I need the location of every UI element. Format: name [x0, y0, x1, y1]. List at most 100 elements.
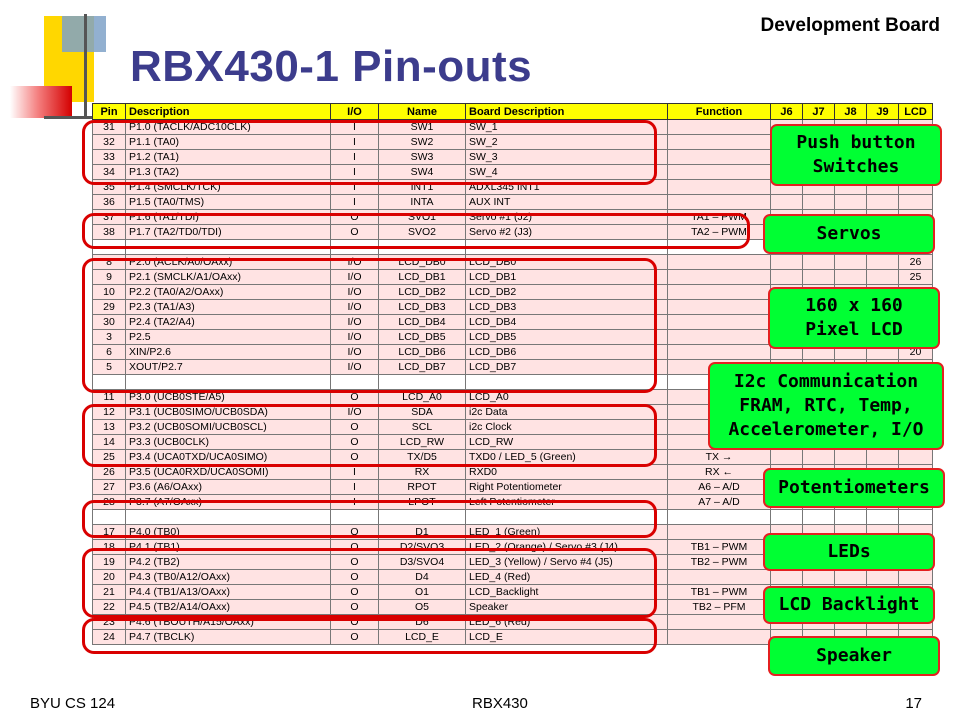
col-header-description: Description	[125, 103, 331, 120]
cell-function: TX →	[667, 449, 771, 465]
cell-description: P4.7 (TBCLK)	[125, 629, 331, 645]
highlight-backlight-speaker	[82, 618, 657, 654]
callout-lcd: 160 x 160 Pixel LCD	[768, 287, 940, 349]
cell-j7	[802, 254, 835, 270]
cell-description: P3.2 (UCB0SOMI/UCB0SCL)	[125, 419, 331, 435]
cell-board-description: SW_3	[465, 149, 668, 165]
cell-function	[667, 179, 771, 195]
cell-lcd: 26	[898, 254, 933, 270]
cell-function	[667, 329, 771, 345]
cell-name: RPOT	[378, 479, 466, 495]
cell-function	[667, 344, 771, 360]
cell-j6	[770, 509, 803, 525]
cell-function	[667, 284, 771, 300]
cell-name: D4	[378, 569, 466, 585]
highlight-i2c-lcd-ctrl	[82, 404, 657, 467]
cell-j8	[834, 269, 867, 285]
cell-description: P3.6 (A6/OAxx)	[125, 479, 331, 495]
cell-name: O1	[378, 584, 466, 600]
cell-function	[667, 119, 771, 135]
highlight-push-buttons	[82, 120, 657, 185]
cell-function	[667, 254, 771, 270]
cell-j8	[834, 194, 867, 210]
cell-board-description: Right Potentiometer	[465, 479, 668, 495]
cell-name: LCD_DB2	[378, 284, 466, 300]
cell-function: A7 – A/D	[667, 494, 771, 510]
cell-function	[667, 269, 771, 285]
cell-j9	[866, 569, 899, 585]
cell-function	[667, 194, 771, 210]
cell-description: P3.4 (UCA0TXD/UCA0SIMO)	[125, 449, 331, 465]
cell-function: TB1 – PWM	[667, 584, 771, 600]
cell-j9	[866, 509, 899, 525]
cell-io: I/O	[330, 284, 379, 300]
cell-name: SW4	[378, 164, 466, 180]
cell-lcd	[898, 569, 933, 585]
cell-function	[667, 509, 771, 525]
cell-j9	[866, 449, 899, 465]
cell-function	[667, 134, 771, 150]
decor-vertical-line	[84, 14, 87, 118]
col-header-j7: J7	[802, 103, 835, 120]
slide-title: RBX430-1 Pin-outs	[130, 42, 533, 91]
cell-j6	[770, 254, 803, 270]
cell-j7	[802, 509, 835, 525]
cell-j7	[802, 449, 835, 465]
callout-speaker: Speaker	[768, 636, 940, 676]
cell-function	[667, 314, 771, 330]
cell-name: LCD_E	[378, 629, 466, 645]
cell-function: TB1 – PWM	[667, 539, 771, 555]
col-header-j8: J8	[834, 103, 867, 120]
cell-j9	[866, 269, 899, 285]
callout-servos: Servos	[763, 214, 935, 254]
cell-board-description: LCD_E	[465, 629, 668, 645]
cell-lcd: 25	[898, 269, 933, 285]
decor-horizontal-line	[44, 116, 94, 119]
col-header-j6: J6	[770, 103, 803, 120]
footer-board-name: RBX430	[472, 695, 528, 712]
cell-lcd	[898, 194, 933, 210]
col-header-j9: J9	[866, 103, 899, 120]
cell-description: P4.4 (TB1/A13/OAxx)	[125, 584, 331, 600]
cell-lcd	[898, 449, 933, 465]
cell-function	[667, 614, 771, 630]
cell-name: LCD_DB3	[378, 299, 466, 315]
cell-name: LCD_DB4	[378, 314, 466, 330]
cell-function	[667, 164, 771, 180]
cell-io: I	[330, 479, 379, 495]
highlight-potentiometers	[82, 500, 657, 538]
callout-potentiometers: Potentiometers	[763, 468, 945, 508]
footer-course: BYU CS 124	[30, 695, 116, 712]
cell-function	[667, 569, 771, 585]
cell-j9	[866, 194, 899, 210]
cell-function: A6 – A/D	[667, 479, 771, 495]
cell-function: TA2 – PWM	[667, 224, 771, 240]
cell-function	[667, 149, 771, 165]
cell-board-description: LCD_Backlight	[465, 584, 668, 600]
cell-function: TB2 – PWM	[667, 554, 771, 570]
cell-io: I	[330, 194, 379, 210]
cell-name: D3/SVO4	[378, 554, 466, 570]
cell-j9	[866, 254, 899, 270]
decor-red-gradient-bar	[10, 86, 72, 118]
col-header-function: Function	[667, 103, 771, 120]
cell-board-description: Speaker	[465, 599, 668, 615]
cell-function	[667, 299, 771, 315]
cell-pin: 24	[92, 629, 126, 645]
cell-function: TB2 – PFM	[667, 599, 771, 615]
cell-j8	[834, 569, 867, 585]
highlight-leds	[82, 548, 657, 618]
col-header-name: Name	[378, 103, 466, 120]
col-header-pin: Pin	[92, 103, 126, 120]
col-header-io: I/O	[330, 103, 379, 120]
callout-i2c: I2c Communication FRAM, RTC, Temp, Accel…	[708, 362, 944, 450]
cell-function: RX ←	[667, 464, 771, 480]
table-header-row: Pin Description I/O Name Board Descripti…	[92, 103, 933, 120]
table-row	[92, 509, 933, 525]
callout-lcd-backlight: LCD Backlight	[763, 586, 935, 624]
